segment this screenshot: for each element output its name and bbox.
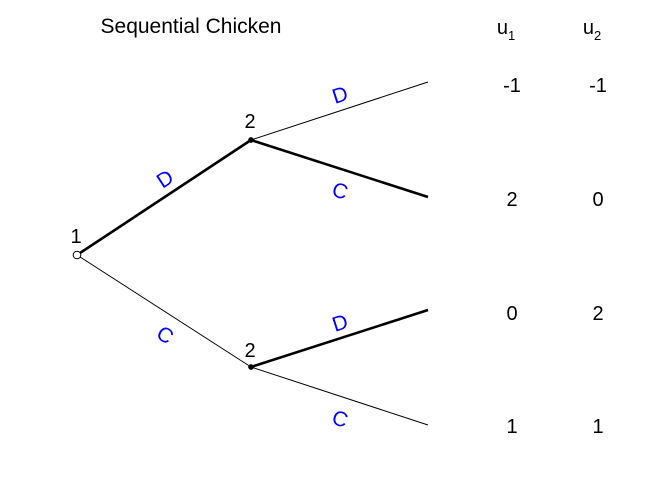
- action-label-upper-c: C: [329, 178, 351, 205]
- payoff-u1-terminal-3: 0: [506, 303, 517, 325]
- root-player-label: 1: [70, 226, 81, 248]
- edge-upper-to-terminal-1: [250, 81, 429, 141]
- upper-player-label: 2: [244, 111, 255, 133]
- action-label-root-d: D: [153, 166, 178, 194]
- payoff-u2-terminal-2: 0: [592, 189, 603, 211]
- payoff-u2-terminal-3: 2: [592, 303, 603, 325]
- action-label-upper-d: D: [329, 82, 351, 109]
- edge-root-to-player2-upper: [76, 138, 252, 257]
- edge-lower-to-terminal-3: [250, 308, 429, 369]
- player2-upper-decision-node: [248, 137, 254, 143]
- action-label-root-c: C: [152, 322, 177, 350]
- payoff-u1-terminal-1: -1: [503, 75, 521, 97]
- edge-lower-to-terminal-4: [250, 366, 429, 426]
- action-label-lower-d: D: [329, 310, 351, 337]
- payoff-u1-terminal-2: 2: [506, 189, 517, 211]
- edge-root-to-player2-lower: [76, 254, 252, 368]
- payoff-u2-terminal-4: 1: [592, 416, 603, 438]
- action-label-lower-c: C: [329, 406, 351, 433]
- edge-upper-to-terminal-2: [250, 138, 429, 199]
- header-u2: u2: [583, 17, 601, 43]
- root-decision-node: [72, 250, 82, 260]
- header-u1: u1: [497, 17, 515, 43]
- lower-player-label: 2: [244, 340, 255, 362]
- player2-lower-decision-node: [248, 364, 254, 370]
- payoff-u1-terminal-4: 1: [506, 416, 517, 438]
- diagram-title: Sequential Chicken: [101, 15, 282, 38]
- payoff-u2-terminal-1: -1: [589, 75, 607, 97]
